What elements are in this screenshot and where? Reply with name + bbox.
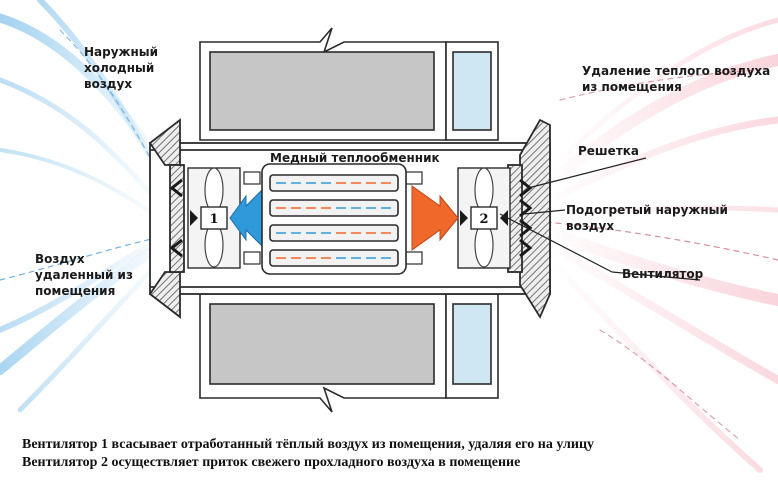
label-copper-heat-exchanger: Медный теплообменник: [270, 151, 440, 165]
caption-line-2: Вентилятор 2 осуществляет приток свежего…: [22, 455, 521, 470]
warm-air-streams: [534, 17, 778, 473]
heat-exchanger-flow-lines: [276, 182, 394, 259]
label-fan: Вентилятор: [622, 267, 704, 281]
caption-line-1: Вентилятор 1 всасывает отработанный тёпл…: [22, 437, 595, 452]
label-heated-outside-air: Подогретый наружный воздух: [566, 203, 728, 233]
fan-2: [457, 167, 511, 269]
label-exhaust-warm-air: Удаление теплого воздуха из помещения: [582, 64, 771, 94]
leader-lines: [499, 157, 701, 281]
fan-1-number: 1: [209, 212, 218, 227]
wall-upper: [199, 27, 499, 141]
cold-air-arrow: [229, 171, 263, 265]
wall-lower: [199, 293, 499, 413]
label-room-exhaust-air: Воздух удаленный из помещения: [35, 252, 133, 298]
label-outside-cold-air: Наружный холодный воздух: [84, 45, 159, 91]
warm-air-arrow: [405, 171, 459, 265]
fan-2-number: 2: [479, 212, 488, 227]
heat-exchanger: [261, 163, 407, 275]
label-grille: Решетка: [578, 144, 640, 158]
